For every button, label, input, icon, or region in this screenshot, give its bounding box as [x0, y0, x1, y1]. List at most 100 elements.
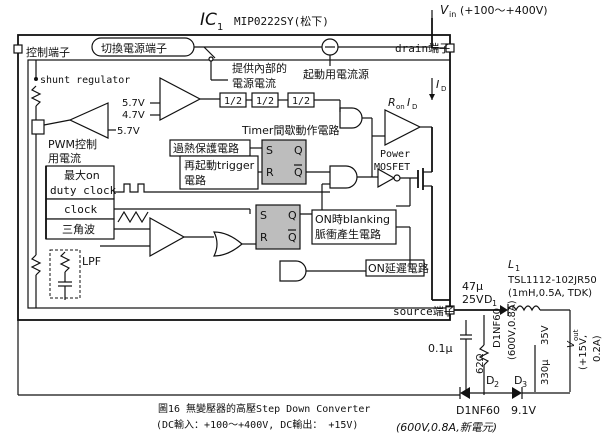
vin-value: (+100～+400V)	[460, 4, 548, 17]
id-arrow-sub: D	[441, 85, 446, 93]
divider-2-label: 1/2	[256, 96, 274, 107]
d1-label: D	[484, 293, 492, 306]
sr1-q: Q	[294, 144, 303, 157]
delay-and-gate-icon	[279, 260, 307, 282]
d2-diode-icon	[460, 387, 470, 399]
current-limit-comparator-icon	[384, 109, 422, 146]
blanking-box	[311, 209, 397, 245]
drain-terminal-label: drain端子	[395, 42, 450, 55]
switch-contact	[203, 46, 216, 59]
timer-label: Timer間歇動作電路	[241, 123, 339, 137]
vout-sub: out	[572, 329, 580, 341]
shunt-resistor-icon	[30, 85, 42, 107]
d1-diode-icon	[500, 305, 508, 315]
caption-line-1: 圖16 無變壓器的高壓Step Down Converter	[158, 402, 370, 415]
triangle-label: 三角波	[62, 223, 95, 236]
ic-name: IC	[200, 10, 217, 30]
sr1-s: S	[266, 144, 273, 157]
d1-spec: (600V,0.8A)	[507, 300, 518, 360]
d2-label: D	[486, 374, 494, 387]
pwm-comparator-icon	[149, 216, 186, 258]
d3-voltage: 9.1V	[511, 404, 536, 417]
ron-label: R	[388, 96, 396, 109]
vout-label: V	[566, 340, 577, 348]
caption-line-2: (DC輸入：+100～+400V, DC輸出： +15V)	[156, 418, 358, 431]
timer-and-gate-icon	[339, 107, 363, 129]
gate-driver-icon	[377, 167, 396, 189]
v57a-label: 5.7V	[122, 98, 145, 109]
d3-label: D	[514, 374, 522, 387]
l1-spec: (1mH,0.5A, TDK)	[508, 288, 592, 299]
sr-latch-2	[255, 204, 301, 250]
clock-label: clock	[64, 203, 97, 216]
v47-label: 4.7V	[122, 110, 145, 121]
restart-trigger-1: 再起動trigger	[184, 158, 255, 172]
triangle-waveform-icon	[117, 210, 149, 224]
sr2-qbar: Q	[288, 231, 297, 244]
max-duty-2: duty clock	[50, 184, 117, 197]
d2-sub: 2	[494, 380, 499, 389]
control-terminal-pin	[13, 44, 23, 54]
sr1-qbar: Q	[294, 166, 303, 179]
c1-voltage: 25V	[462, 293, 484, 306]
main-and-gate-icon	[329, 165, 358, 189]
l1-part: TSL1112-102JR50	[507, 275, 597, 286]
power-mosfet-1: Power	[380, 149, 410, 160]
sense-resistor-icon	[30, 254, 42, 276]
sr2-s: S	[260, 209, 267, 222]
lpf-label: LPF	[82, 255, 101, 268]
d2-spec: (600V,0.8A,新電元)	[396, 421, 497, 434]
shunt-amp-icon	[68, 102, 109, 139]
divider-1-label: 1/2	[224, 96, 242, 107]
shunt-label: shunt regulator	[40, 75, 130, 86]
c3-value: 330μ	[540, 359, 551, 385]
thermal-protect-label: 過熱保護電路	[173, 141, 239, 155]
l1-label: L	[508, 258, 514, 271]
id-arrow-icon	[429, 94, 435, 100]
ron-sub: on	[396, 103, 405, 111]
pwm-current-1: PWM控制	[48, 137, 97, 151]
c1-value: 47μ	[462, 280, 483, 293]
r1-value: 62Ω	[475, 353, 486, 374]
max-duty-1: 最大on	[64, 168, 100, 182]
id-arrow-label: I	[436, 78, 439, 91]
shunt-transistor-icon	[31, 119, 45, 135]
c3-voltage: 35V	[540, 325, 551, 345]
d1-sub: 1	[492, 299, 497, 308]
l1-sub: 1	[515, 264, 520, 273]
sr-latch-1	[261, 139, 307, 185]
sr1-r: R	[266, 166, 274, 179]
r1-resistor-icon	[478, 344, 490, 366]
sr2-q: Q	[288, 209, 297, 222]
vout-value-1: (+15V,	[578, 335, 589, 370]
vout-value-2: 0.2A)	[592, 335, 603, 362]
v57b-label: 5.7V	[117, 126, 140, 137]
source-terminal-label: source端子	[393, 305, 455, 318]
control-terminal-label: 控制端子	[26, 45, 70, 59]
d2-part: D1NF60	[456, 404, 500, 417]
lpf-resistor-icon	[59, 251, 71, 273]
restart-trigger-box	[179, 155, 259, 190]
sr2-r: R	[260, 231, 268, 244]
or-gate-icon	[213, 231, 243, 257]
c2-value: 0.1μ	[428, 342, 453, 355]
blanking-1: ON時blanking	[315, 213, 390, 226]
d1-part: D1NF60	[492, 308, 503, 348]
on-delay-label: ON延遲電路	[368, 262, 429, 275]
drain-terminal-pin	[445, 43, 455, 53]
vin-sub: in	[449, 10, 456, 19]
pwm-current-2: 用電流	[48, 151, 81, 165]
start-current-label: 起動用電流源	[303, 67, 369, 81]
id-mult-sub: D	[412, 103, 417, 111]
d3-sub: 3	[522, 380, 527, 389]
ic-sub: 1	[217, 22, 223, 33]
pulse-waveform-icon	[118, 183, 150, 193]
max-duty-box	[45, 165, 115, 200]
d3-diode-icon	[512, 387, 522, 399]
power-mosfet-2: MOSFET	[374, 162, 410, 173]
vin-label: V	[440, 3, 449, 17]
blanking-2: 脈衝產生電路	[315, 227, 381, 241]
switch-source-label: 切換電源端子	[101, 41, 167, 55]
